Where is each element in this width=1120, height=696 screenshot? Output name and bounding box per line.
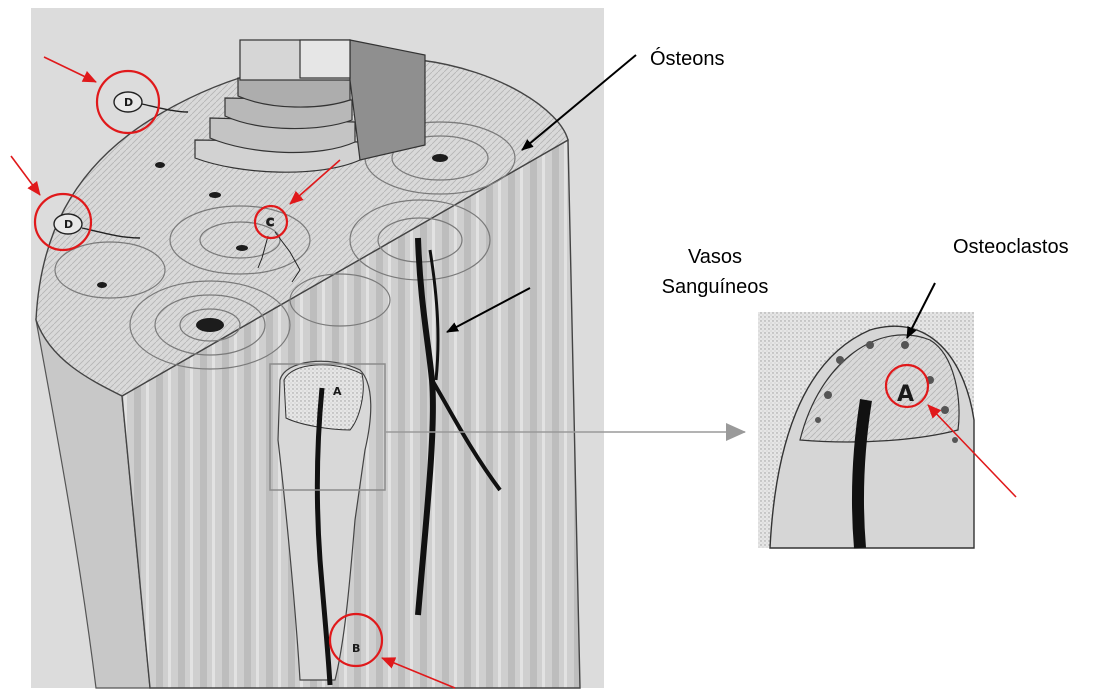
label-osteoclasts: Osteoclastos [953,235,1069,259]
label-vessels-line1: Vasos [642,245,788,269]
marker-d-left: D [64,218,73,231]
label-vessels-line2: Sanguíneos [642,275,788,299]
bone-drawing: D D C A B [31,8,604,688]
marker-a-small: A [333,385,342,398]
inset-magnified: A [758,312,974,548]
marker-b: B [352,642,360,655]
label-osteons: Ósteons [650,47,724,71]
marker-a-large: A [897,382,914,407]
marker-c: C [266,216,274,229]
marker-d-top: D [124,96,133,109]
